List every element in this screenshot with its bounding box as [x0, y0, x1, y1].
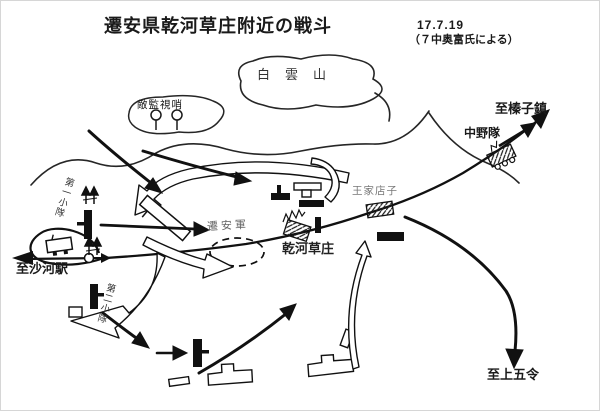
road-arrowhead-northeast	[531, 109, 550, 129]
unit-bar	[90, 284, 98, 309]
occupied-building	[282, 218, 312, 243]
buildings	[68, 182, 355, 388]
building	[207, 363, 254, 386]
label-enemy-lookout: 敵監視哨	[137, 99, 183, 111]
movement-arrows-hollow	[70, 157, 372, 370]
unit-bars	[77, 185, 404, 367]
vehicle-icon	[485, 140, 517, 170]
post-circle-icon	[83, 252, 111, 264]
enemy-position-dashed	[209, 237, 265, 267]
attack-arrow	[99, 223, 197, 231]
unit-bar	[193, 339, 202, 367]
lookout-post-icon	[150, 109, 183, 130]
flame-marks	[282, 208, 306, 223]
mg-position-icon	[80, 185, 100, 204]
unit-bar	[377, 232, 404, 241]
building	[293, 182, 322, 191]
building	[68, 306, 83, 318]
movement-arrow-hollow	[347, 240, 372, 370]
label-ganhecaozhuang: 乾河草庄	[282, 241, 335, 256]
unit-bar	[299, 200, 324, 207]
map-source-credit: （７中奥富氏による）	[409, 34, 519, 46]
railcar-icon	[45, 234, 74, 256]
lookout-oval	[127, 94, 225, 135]
movement-arrow-hollow	[310, 157, 340, 203]
movement-arrow-hollow	[142, 236, 234, 279]
building	[167, 375, 191, 388]
building	[307, 353, 355, 378]
attack-arrow	[141, 149, 239, 179]
unit-bar	[84, 210, 92, 239]
attack-arrows	[87, 129, 524, 375]
attack-arrow	[403, 215, 518, 353]
map-title: 遷安県乾河草庄附近の戦斗	[104, 16, 332, 36]
occupied-building	[365, 200, 395, 219]
movement-arrow-hollow	[70, 252, 166, 339]
mountain-outline	[237, 54, 391, 122]
mg-position-icon	[83, 236, 103, 255]
crossing-bar-symbol	[138, 194, 192, 242]
label-mountain: 白雲山	[257, 67, 342, 82]
building	[301, 189, 312, 198]
label-to-shangwuling: 至上五令	[487, 367, 540, 382]
nakano-arrow	[498, 122, 537, 148]
label-to-zhenzizhen: 至榛子鎮	[495, 101, 548, 116]
map-date: 17.7.19	[417, 18, 465, 32]
terrain-contours	[30, 110, 520, 186]
label-nakano-unit: 中野隊	[464, 126, 501, 140]
main-road	[12, 109, 550, 265]
label-qianan-force: 遷安軍	[206, 218, 250, 234]
label-to-shahe-station: 至沙河駅	[16, 261, 69, 276]
attack-arrow	[197, 311, 289, 375]
rail-loop	[29, 227, 102, 266]
unit-bar	[271, 193, 290, 200]
unit-bar	[315, 217, 321, 233]
label-wangjiadianzi: 王家店子	[352, 185, 398, 197]
attack-arrow	[87, 129, 153, 185]
road-arrowhead-west	[12, 251, 33, 265]
